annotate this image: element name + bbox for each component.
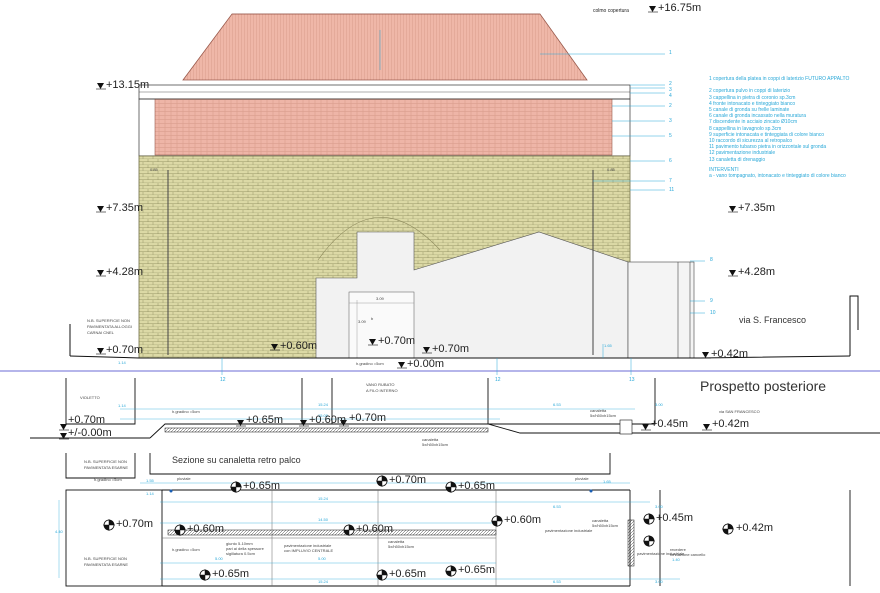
roof (182, 13, 588, 81)
elevation-ground-left: +0.70m (106, 344, 143, 356)
plan-title: Sezione su canaletta retro palco (172, 455, 301, 465)
elevation-cornice: +13.15m (106, 79, 150, 91)
elevation-ground-mid: +0.70m (378, 335, 415, 347)
elevation-street: +0.42m (711, 348, 748, 360)
legend-item: 7 discendente in acciaio zincato Ø10cm (709, 119, 798, 126)
interventions-title: INTERVENTI (709, 166, 739, 173)
elevation-step: +0.60m (280, 340, 317, 352)
legend-item: 4 fronte intonacato e tinteggiato bianco (709, 100, 796, 107)
elevation-ground-right: +0.70m (432, 343, 469, 355)
plan-section (58, 453, 851, 587)
elevation-zero: +0.00m (407, 358, 444, 370)
section-title: Prospetto posteriore (700, 378, 827, 394)
roof-label: colmo copertura (593, 8, 629, 14)
tile-wall (154, 98, 613, 156)
legend-item: 6 canale di gronda incassato nella murat… (709, 113, 807, 120)
legend-item: 1 copertura della platea in coppi di lat… (709, 76, 850, 82)
street-label: via S. Francesco (739, 315, 807, 325)
elevation-drawing (69, 5, 859, 369)
elevation-left-428: +4.28m (106, 266, 143, 278)
elevation-roof: +16.75m (658, 2, 702, 14)
legend-item: 11 pavimento tubarso pietra in orizzonta… (709, 144, 827, 151)
legend-item: 9 superficie intonacata e tinteggiata di… (709, 131, 825, 138)
interventions-text: a - vano tompagnato, intonacato e tinteg… (709, 173, 846, 180)
legend-item: 13 canaletta di drenaggio (709, 156, 766, 163)
legend-item: 3 cappellina in pietra di coronio sp.3cm (709, 94, 796, 101)
legend-panel: 1 copertura della platea in coppi di lat… (709, 76, 849, 179)
elevation-left-735: +7.35m (106, 202, 143, 214)
legend-item: 12 pavimentazione industriale (709, 150, 776, 157)
right-annex (627, 261, 695, 359)
elevation-right-735: +7.35m (738, 202, 775, 214)
legend-item: 10 raccordo di sicurezza al retropalco (709, 138, 793, 145)
elevation-right-428: +4.28m (738, 266, 775, 278)
legend-item: 8 cappellina in lavagnolo sp.3cm (709, 125, 782, 132)
rear-elevation (30, 378, 880, 440)
legend-item: 2 copertura pulvo in coppi di laterizio (709, 88, 791, 95)
legend-item: 5 canale di gronda su frelle laminate (709, 107, 790, 114)
